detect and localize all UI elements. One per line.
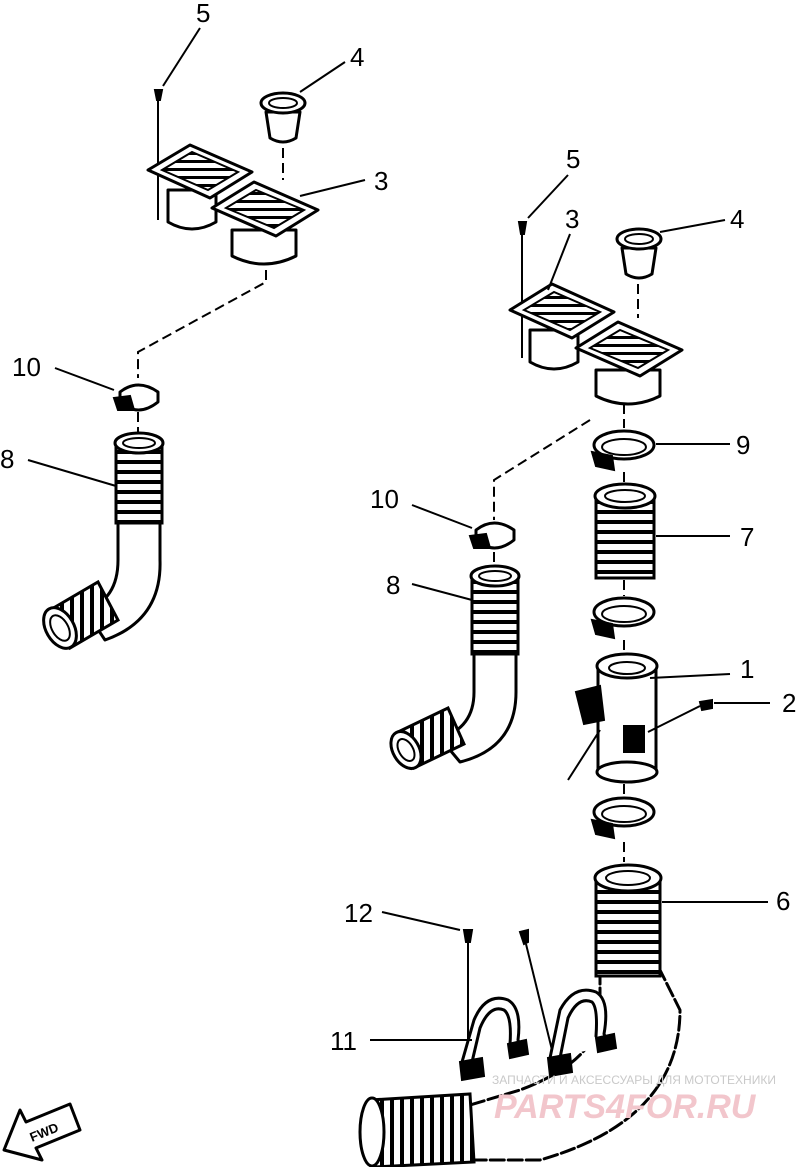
callout-left-8: 8 <box>0 444 14 474</box>
callout-left-5: 5 <box>196 0 210 28</box>
hose-clamp-icon <box>590 596 656 640</box>
callout-bottom-11: 11 <box>330 1026 357 1056</box>
cap-icon <box>615 227 663 280</box>
hose-clamp-icon <box>590 796 656 840</box>
callout-right-10: 10 <box>370 484 399 514</box>
leader-left-3 <box>299 179 366 197</box>
bellows-hose-icon <box>42 431 165 651</box>
hose-bracket-icon <box>458 996 530 1082</box>
water-separator-icon <box>567 652 659 784</box>
callout-right-9: 9 <box>736 430 750 460</box>
leader-left-10 <box>54 367 115 391</box>
leader-right-3 <box>547 233 571 291</box>
leader-right-10 <box>411 504 473 529</box>
vent-grille-icon <box>508 282 616 371</box>
hose-clamp-icon <box>112 383 160 412</box>
hose-clamp-icon <box>468 521 516 550</box>
leader-left-8 <box>27 459 117 487</box>
callout-left-3: 3 <box>374 166 388 196</box>
leader-bottom-12 <box>381 911 461 931</box>
screw-icon <box>517 221 528 358</box>
cap-icon <box>259 91 307 144</box>
leader-left-5 <box>162 27 201 87</box>
watermark-tagline: ЗАПЧАСТИ И АКСЕССУАРЫ ДЛЯ МОТОТЕХНИКИ <box>492 1073 776 1087</box>
vent-grille-icon <box>210 180 320 266</box>
bellows-hose-icon <box>389 564 521 771</box>
screw-icon <box>153 89 164 220</box>
callout-right-2: 2 <box>782 688 796 718</box>
bellows-hose-icon <box>593 482 657 580</box>
callout-right-4: 4 <box>730 204 744 234</box>
bracket-assembly: 12 11 <box>330 898 618 1082</box>
vent-grille-icon <box>574 320 684 406</box>
watermark: ЗАПЧАСТИ И АКСЕССУАРЫ ДЛЯ МОТОТЕХНИКИ PA… <box>492 1073 776 1126</box>
callout-left-10: 10 <box>12 352 41 382</box>
callout-right-8: 8 <box>386 570 400 600</box>
leader-right-1 <box>649 673 731 679</box>
callout-left-4: 4 <box>350 42 364 72</box>
leader-right-4 <box>659 219 726 233</box>
vent-grille-icon <box>146 143 254 231</box>
hose-bracket-icon <box>546 988 618 1078</box>
callout-bottom-12: 12 <box>344 898 373 928</box>
screw-icon <box>647 698 713 733</box>
screw-icon <box>462 929 474 1040</box>
leader-right-5 <box>527 174 569 219</box>
fwd-arrow-icon: FWD <box>2 1102 82 1162</box>
watermark-brand: PARTS4FOR.RU <box>494 1088 757 1126</box>
left-assembly: 5 4 3 10 <box>0 0 388 651</box>
bellows-hose-icon <box>358 863 682 1167</box>
callout-right-3: 3 <box>565 204 579 234</box>
right-assembly: 5 4 3 <box>358 144 796 1167</box>
callout-right-7: 7 <box>740 522 754 552</box>
leader-right-8 <box>411 583 473 601</box>
callout-right-1: 1 <box>740 654 754 684</box>
leader-left-4 <box>299 61 346 93</box>
callout-right-6: 6 <box>776 886 790 916</box>
screw-icon <box>518 928 553 1051</box>
hose-clamp-icon <box>590 429 656 472</box>
callout-right-5: 5 <box>566 144 580 174</box>
